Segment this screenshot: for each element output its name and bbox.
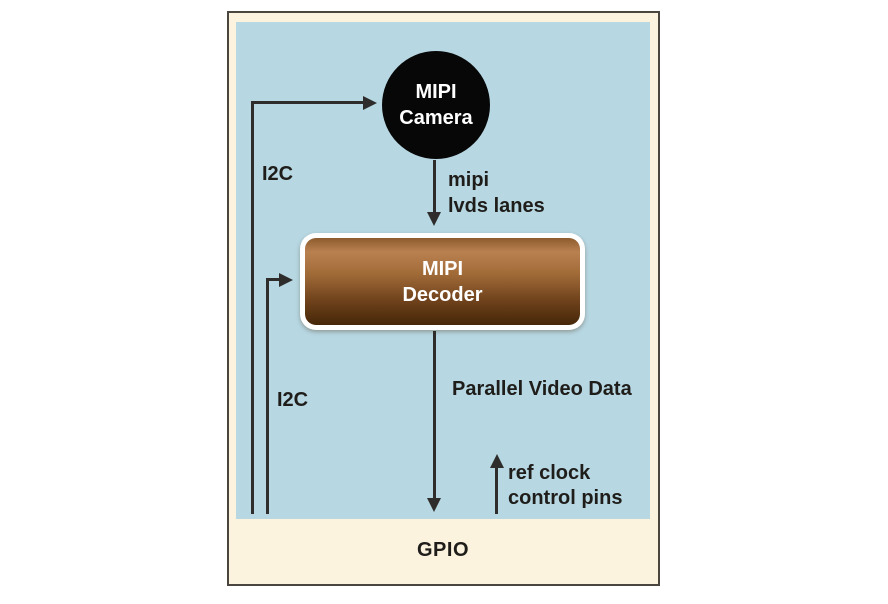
decoder-label-line2: Decoder: [402, 283, 483, 306]
mipi-decoder-gradient: MIPI Decoder: [305, 238, 580, 325]
ref-clock-label-line2: control pins: [508, 487, 623, 509]
i2c-decoder-label: I2C: [277, 389, 309, 411]
mipi-decoder-node: MIPI Decoder: [300, 233, 585, 330]
decoder-to-gpio-line: [433, 331, 436, 499]
refclock-arrowhead-icon: [489, 454, 504, 468]
i2c-camera-line-vertical: [251, 101, 254, 514]
decoder-label-line1: MIPI: [421, 257, 464, 280]
i2c-camera-arrowhead-icon: [363, 95, 377, 110]
gpio-strip: GPIO: [236, 519, 650, 581]
camera-to-decoder-line: [433, 160, 436, 213]
parallel-video-label: Parallel Video Data: [452, 378, 632, 400]
camera-to-decoder-arrowhead-icon: [427, 212, 441, 226]
refclock-line: [495, 467, 498, 514]
i2c-decoder-line-vertical: [266, 278, 269, 514]
camera-label-line2: Camera: [399, 107, 473, 129]
mipi-camera-node: MIPI Camera: [382, 51, 490, 159]
ref-clock-label-line1: ref clock: [508, 462, 591, 484]
mipi-lanes-label-line2: lvds lanes: [448, 195, 545, 217]
camera-label-line1: MIPI: [415, 81, 457, 103]
mipi-lanes-label-line1: mipi: [448, 169, 490, 191]
i2c-camera-line-horizontal: [251, 101, 363, 104]
i2c-decoder-line-horizontal: [266, 278, 279, 281]
ref-clock-label: ref clock control pins: [508, 461, 622, 511]
decoder-to-gpio-arrowhead-icon: [427, 498, 441, 512]
i2c-camera-label: I2C: [262, 163, 294, 185]
gpio-label: GPIO: [416, 538, 469, 561]
i2c-decoder-arrowhead-icon: [279, 272, 293, 287]
mipi-lanes-label: mipi lvds lanes: [448, 167, 545, 219]
